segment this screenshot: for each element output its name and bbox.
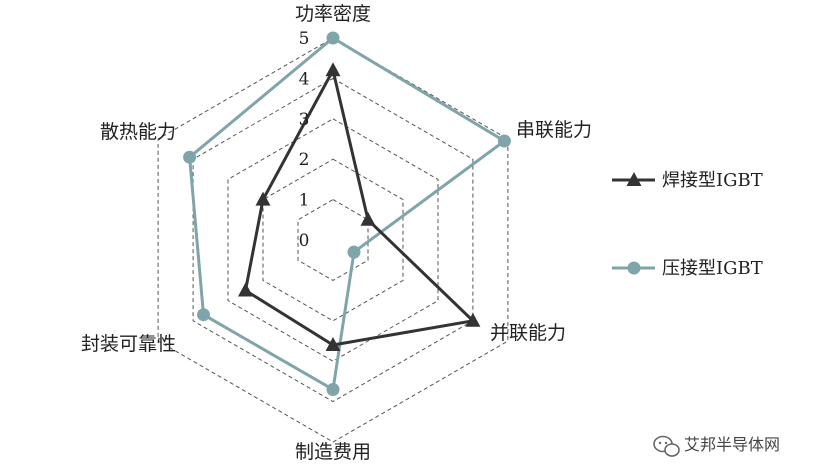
data-point-0-4 (238, 282, 253, 297)
data-point-0-5 (255, 191, 271, 206)
wechat-icon (653, 435, 680, 457)
data-point-0-0 (325, 62, 341, 77)
grid-ring-1 (297, 199, 369, 281)
series-line-1 (188, 36, 508, 392)
grid-ring-4 (192, 77, 474, 403)
axis-label-3: 制造费用 (295, 441, 371, 463)
series-1 (183, 31, 511, 396)
grid-ring-5 (157, 37, 509, 443)
axis-label-2: 并联能力 (490, 322, 566, 344)
watermark: 艾邦半导体网 (653, 435, 780, 457)
series-layer (183, 31, 511, 396)
data-point-0-3 (325, 337, 341, 351)
legend-item-press-pack: 压接型IGBT (612, 258, 763, 279)
data-point-1-4 (197, 308, 210, 322)
tick-label-4: 4 (299, 69, 310, 89)
legend: 焊接型IGBT 压接型IGBT (612, 170, 763, 279)
legend-item-welded: 焊接型IGBT (612, 170, 763, 191)
data-point-1-3 (326, 383, 340, 396)
tick-label-0: 0 (299, 231, 310, 251)
data-point-0-1 (360, 211, 376, 226)
data-point-1-0 (326, 31, 340, 45)
legend-marker-press-pack (627, 261, 641, 275)
grid-ring-3 (227, 118, 439, 362)
tick-label-1: 1 (299, 191, 310, 211)
tick-label-5: 5 (299, 29, 310, 49)
axis-label-5: 散热能力 (100, 121, 176, 143)
axis-label-1: 串联能力 (516, 119, 592, 141)
tick-label-3: 3 (299, 110, 310, 130)
data-point-1-1 (497, 134, 511, 148)
legend-label-welded: 焊接型IGBT (662, 170, 763, 191)
data-point-1-2 (347, 245, 361, 259)
axis-label-0: 功率密度 (295, 3, 371, 25)
series-0 (238, 62, 481, 351)
grid-ring-2 (262, 158, 404, 322)
axis-label-4: 封装可靠性 (81, 333, 176, 355)
tick-label-2: 2 (299, 150, 310, 170)
legend-marker-welded (626, 172, 642, 186)
data-point-0-2 (465, 312, 481, 327)
series-line-0 (243, 66, 477, 347)
legend-label-press-pack: 压接型IGBT (662, 258, 763, 279)
tick-labels: 0 1 2 3 4 5 (299, 29, 310, 251)
data-point-1-5 (183, 150, 197, 164)
watermark-text: 艾邦半导体网 (684, 435, 780, 454)
